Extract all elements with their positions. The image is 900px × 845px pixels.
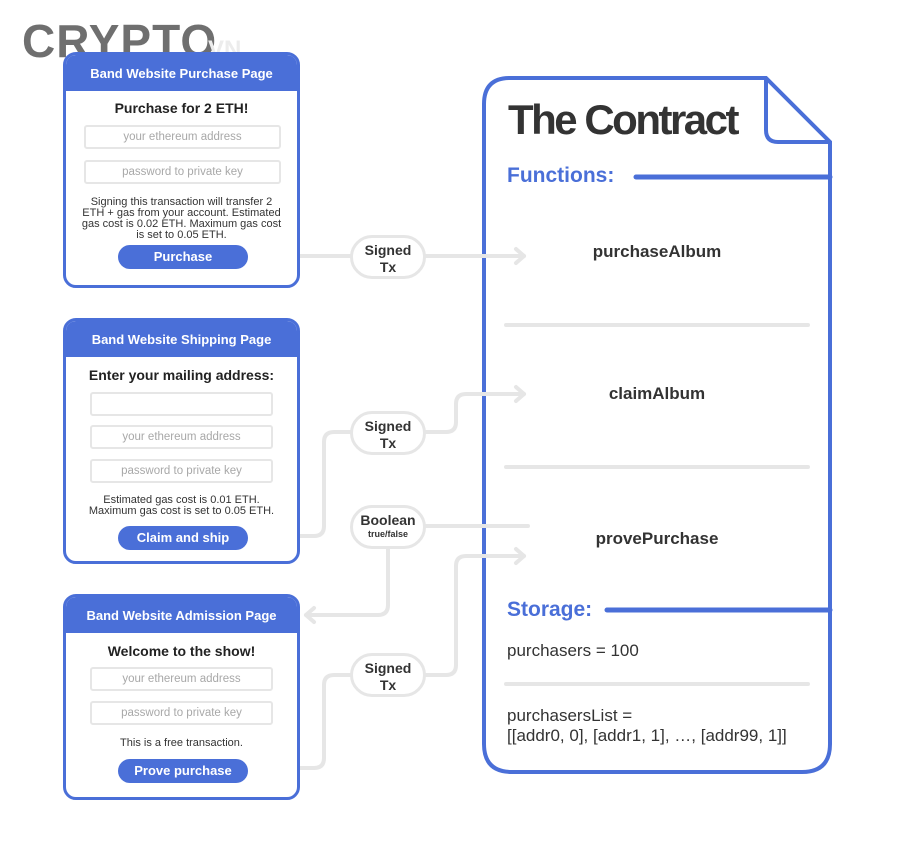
connector-signed-to-provePurchase	[424, 554, 526, 677]
contract-document-outline	[482, 76, 832, 774]
purchase-gas-note: Signing this transaction will transfer 2…	[81, 196, 282, 241]
ethereum-address-field[interactable]: your ethereum address	[90, 667, 273, 691]
ethereum-address-field[interactable]: your ethereum address	[90, 425, 273, 449]
shipping-page-title: Enter your mailing address:	[88, 367, 275, 383]
purchase-page-header: Band Website Purchase Page	[66, 55, 297, 91]
private-key-password-field[interactable]: password to private key	[90, 459, 273, 483]
functions-label: Functions:	[507, 164, 615, 187]
admission-page-title: Welcome to the show!	[107, 643, 256, 659]
arrow-head	[514, 385, 526, 403]
arrow-head	[514, 247, 526, 265]
mailing-address-field[interactable]	[90, 392, 273, 416]
storage-purchasers: purchasers = 100	[507, 641, 639, 660]
admission-page-card: Band Website Admission Page Welcome to t…	[63, 594, 300, 800]
function-provePurchase: provePurchase	[595, 529, 719, 548]
contract-title: The Contract	[508, 96, 740, 143]
arrow-head	[514, 547, 526, 565]
storage-label: Storage:	[507, 598, 593, 621]
connector-boolean-to-admission	[304, 546, 390, 617]
purchase-button[interactable]: Purchase	[118, 245, 248, 269]
shipping-gas-note: Estimated gas cost is 0.01 ETH. Maximum …	[88, 494, 275, 517]
arrow-head	[304, 606, 316, 624]
connector-claim-to-signed	[254, 430, 352, 538]
claim-and-ship-button[interactable]: Claim and ship	[118, 526, 248, 550]
private-key-password-field[interactable]: password to private key	[84, 160, 281, 184]
contract-page-fold	[764, 78, 830, 144]
admission-page-header: Band Website Admission Page	[66, 597, 297, 633]
storage-purchasers-list: purchasersList = [[addr0, 0], [addr1, 1]…	[507, 706, 787, 745]
free-transaction-note: This is a free transaction.	[120, 737, 243, 749]
connector-prove-to-signed	[248, 673, 352, 770]
private-key-password-field[interactable]: password to private key	[90, 701, 273, 725]
shipping-page-card: Band Website Shipping Page Enter your ma…	[63, 318, 300, 564]
function-claimAlbum: claimAlbum	[608, 384, 706, 403]
prove-purchase-button[interactable]: Prove purchase	[118, 759, 248, 783]
connector-signed-to-claimAlbum	[424, 392, 526, 434]
purchase-page-title: Purchase for 2 ETH!	[114, 100, 249, 116]
purchase-page-card: Band Website Purchase Page Purchase for …	[63, 52, 300, 288]
function-purchaseAlbum: purchaseAlbum	[592, 242, 722, 261]
ethereum-address-field[interactable]: your ethereum address	[84, 125, 281, 149]
shipping-page-header: Band Website Shipping Page	[66, 321, 297, 357]
